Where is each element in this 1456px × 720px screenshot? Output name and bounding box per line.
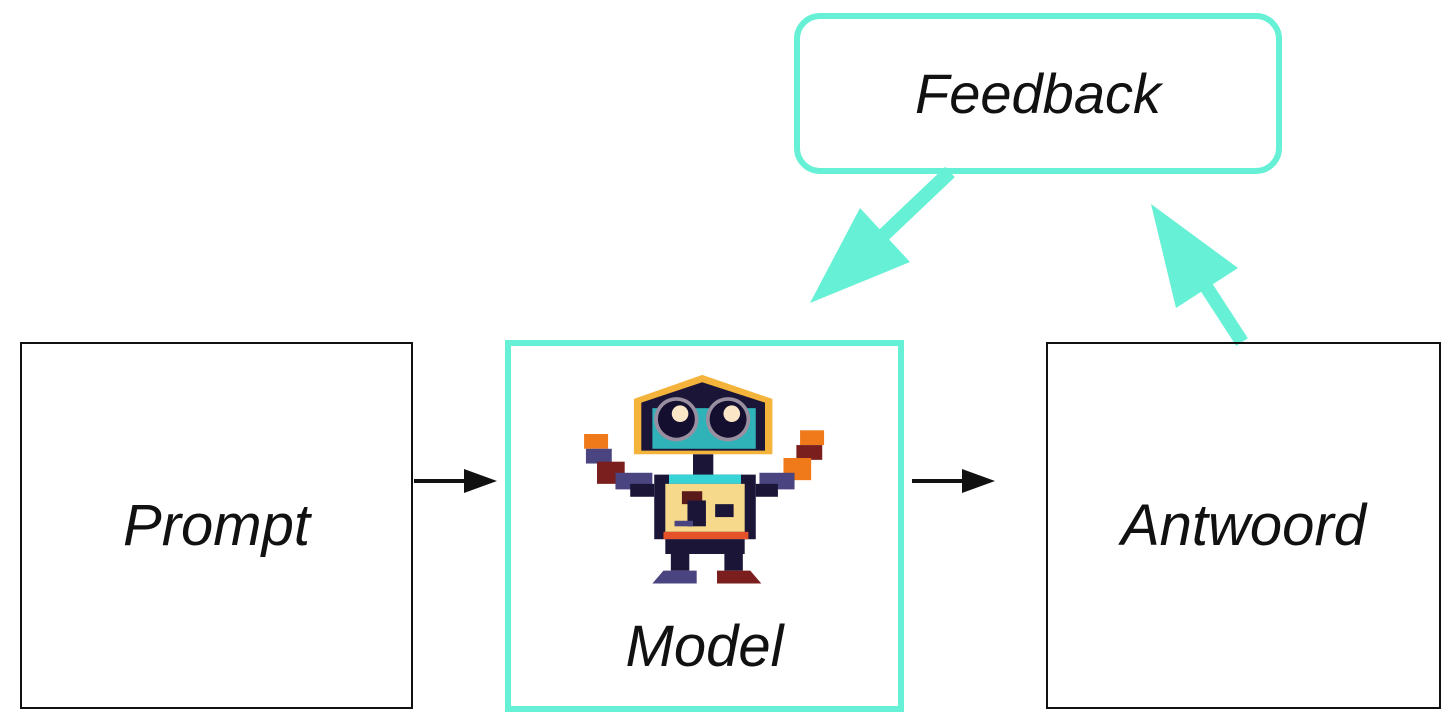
arrow-answer-to-feedback <box>1151 204 1248 346</box>
arrow-prompt-to-model <box>414 469 497 493</box>
feedback-label: Feedback <box>915 62 1161 125</box>
prompt-node: Prompt <box>20 342 413 709</box>
arrow-feedback-to-model <box>810 166 955 303</box>
model-label: Model <box>625 614 784 679</box>
feedback-node: Feedback <box>794 13 1282 174</box>
answer-label: Antwoord <box>1120 493 1367 558</box>
prompt-label: Prompt <box>123 493 310 558</box>
answer-node: Antwoord <box>1046 342 1441 709</box>
arrow-model-to-answer <box>912 469 995 493</box>
robot-icon <box>584 374 825 584</box>
model-node: Model <box>505 340 904 712</box>
